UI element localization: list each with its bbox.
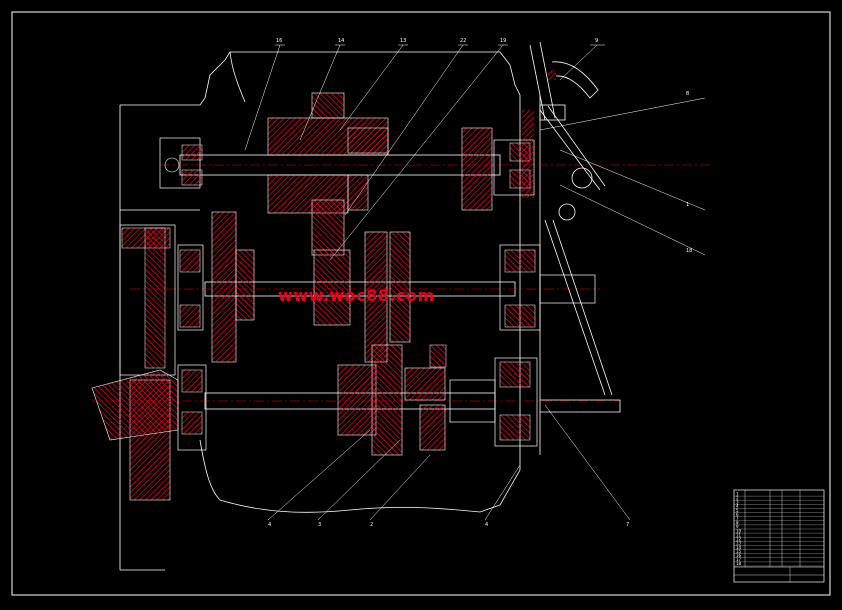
- title-block-row-number: 8: [736, 520, 739, 525]
- title-block-row-number: 17: [736, 557, 742, 562]
- callout-right-3: 18: [686, 248, 692, 254]
- title-block: [733, 489, 825, 583]
- title-block-row-number: 14: [736, 545, 742, 550]
- title-block-row-number: 5: [736, 508, 739, 513]
- title-block-row-number: 1: [736, 491, 739, 496]
- title-block-row-number: 10: [736, 528, 742, 533]
- upper-gear-cluster: [267, 92, 389, 256]
- watermark: www.woc88.com: [278, 286, 435, 305]
- title-block-row-number: 6: [736, 512, 739, 517]
- callout-bottom-1: 4: [268, 522, 271, 528]
- title-block-row-number: 2: [736, 495, 739, 500]
- middle-bearings: [177, 244, 596, 331]
- outer-frame: [11, 11, 831, 596]
- left-bearing-upper: [159, 137, 203, 189]
- title-block-row-number: 4: [736, 504, 739, 509]
- callout-top-5: 19: [500, 38, 506, 44]
- callout-top-6: 9: [595, 38, 598, 44]
- title-block-row-number: 9: [736, 524, 739, 529]
- callout-right-1: 8: [686, 91, 689, 97]
- title-block-row-number: 16: [736, 553, 742, 558]
- lower-bearings: [177, 357, 538, 451]
- callout-bottom-2: 3: [318, 522, 321, 528]
- callout-top-3: 13: [400, 38, 406, 44]
- pulley: [91, 224, 179, 501]
- callout-top-2: 14: [338, 38, 344, 44]
- callout-bottom-4: 4: [485, 522, 488, 528]
- callout-right-2: 1: [686, 202, 689, 208]
- lower-gear-cluster: [337, 344, 447, 456]
- title-block-row-number: 11: [736, 532, 742, 537]
- upper-shaft: [160, 154, 710, 176]
- title-block-row-number: 13: [736, 541, 742, 546]
- title-block-row-number: 15: [736, 549, 742, 554]
- leader-lines: [244, 44, 706, 521]
- middle-gear-cluster: [211, 211, 411, 363]
- title-block-row-number: 3: [736, 500, 739, 505]
- lever-detail-hatch: [522, 70, 556, 198]
- shift-lever-linkage: [529, 41, 621, 413]
- title-block-row-number: 7: [736, 516, 739, 521]
- title-block-row-number: 18: [736, 561, 742, 566]
- callout-top-4: 22: [460, 38, 466, 44]
- title-block-row-number: 12: [736, 537, 742, 542]
- callout-bottom-5: 7: [626, 522, 629, 528]
- callout-bottom-3: 2: [370, 522, 373, 528]
- callout-top-1: 16: [276, 38, 282, 44]
